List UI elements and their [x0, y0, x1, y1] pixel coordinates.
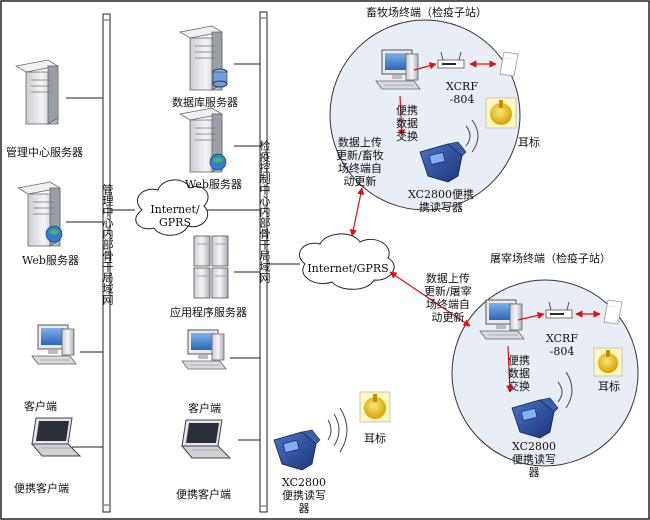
slaughter-pc-router-link — [517, 311, 545, 321]
laptop-left-label: 便携客户端 — [14, 482, 69, 495]
quarantine-backbone-label: 检疫控制中心内部骨干局域网 — [258, 140, 271, 283]
laptop-left-icon — [31, 417, 81, 457]
livestock-signal-waves — [465, 119, 479, 153]
db-server-label: 数据库服务器 — [172, 96, 238, 109]
slaughter-sync-arrow — [389, 271, 471, 327]
center-cloud-label: Internet/GPRS — [307, 262, 389, 275]
client-left-icon — [31, 324, 77, 365]
client-middle-label: 客户端 — [188, 402, 221, 415]
mgmt-server-icon — [15, 59, 59, 125]
slaughter-signal-waves — [557, 371, 573, 409]
web-server-middle-icon — [179, 107, 227, 173]
slaughter-site-title: 屠宰场终端（检疫子站） — [490, 252, 611, 265]
livestock-exchange-arrow — [398, 95, 406, 137]
field-ear-tag-icon — [359, 391, 391, 423]
web-server-middle-label: Web服务器 — [185, 178, 242, 191]
slaughter-exchange-arrow — [506, 345, 514, 393]
laptop-middle-icon — [181, 419, 231, 459]
livestock-pc-icon — [375, 49, 421, 90]
slaughter-xcrf-label: XCRF -804 — [546, 332, 578, 358]
field-signal-waves — [327, 407, 348, 453]
slaughter-ear-tag-icon — [593, 347, 623, 377]
livestock-card-icon — [499, 51, 519, 77]
slaughter-reader-label: XC2800 便携读写 器 — [512, 440, 557, 479]
slaughter-ear-tag-label: 耳标 — [598, 380, 620, 393]
client-left-label: 客户端 — [24, 400, 57, 413]
field-ear-tag-label: 耳标 — [364, 432, 386, 445]
livestock-sync-arrow — [349, 187, 365, 237]
livestock-exchange-label: 便携 数据 交换 — [396, 104, 418, 143]
livestock-ear-tag-label: 耳标 — [518, 136, 540, 149]
left-cloud-label: Internet/ GPRS — [150, 203, 200, 229]
livestock-reader-label: XC2800便携 携读写器 — [408, 188, 475, 214]
livestock-sync-note: 数据上传 更新/畜牧 场终端自 动更新 — [336, 136, 384, 188]
livestock-site-title: 畜牧场终端（检疫子站） — [366, 6, 487, 19]
mgmt-backbone-label: 管理中心内部骨干局域网 — [101, 184, 114, 305]
db-server-icon — [179, 25, 228, 91]
livestock-xcrf-label: XCRF -804 — [446, 80, 478, 106]
laptop-middle-label: 便携客户端 — [176, 488, 231, 501]
livestock-pc-router-link — [413, 62, 437, 71]
app-server-icon — [193, 235, 229, 299]
slaughter-sync-note: 数据上传 更新/屠宰 场终端自 动更新 — [424, 272, 472, 324]
left-links — [66, 97, 103, 448]
mgmt-backbone — [102, 13, 111, 513]
slaughter-exchange-label: 便携 数据 交换 — [508, 354, 530, 393]
web-server-left-icon — [17, 181, 63, 247]
center-cloud — [299, 233, 395, 290]
app-server-label: 应用程序服务器 — [170, 306, 247, 319]
field-reader-icon — [273, 429, 321, 471]
livestock-ear-tag-icon — [485, 97, 517, 129]
field-reader-label: XC2800 便携读写 器 — [282, 476, 327, 515]
left-cloud — [135, 179, 209, 236]
client-middle-icon — [181, 329, 227, 370]
mgmt-server-label: 管理中心服务器 — [6, 146, 83, 159]
quarantine-backbone — [259, 11, 268, 513]
web-server-left-label: Web服务器 — [22, 254, 79, 267]
slaughter-pc-icon — [479, 299, 525, 340]
